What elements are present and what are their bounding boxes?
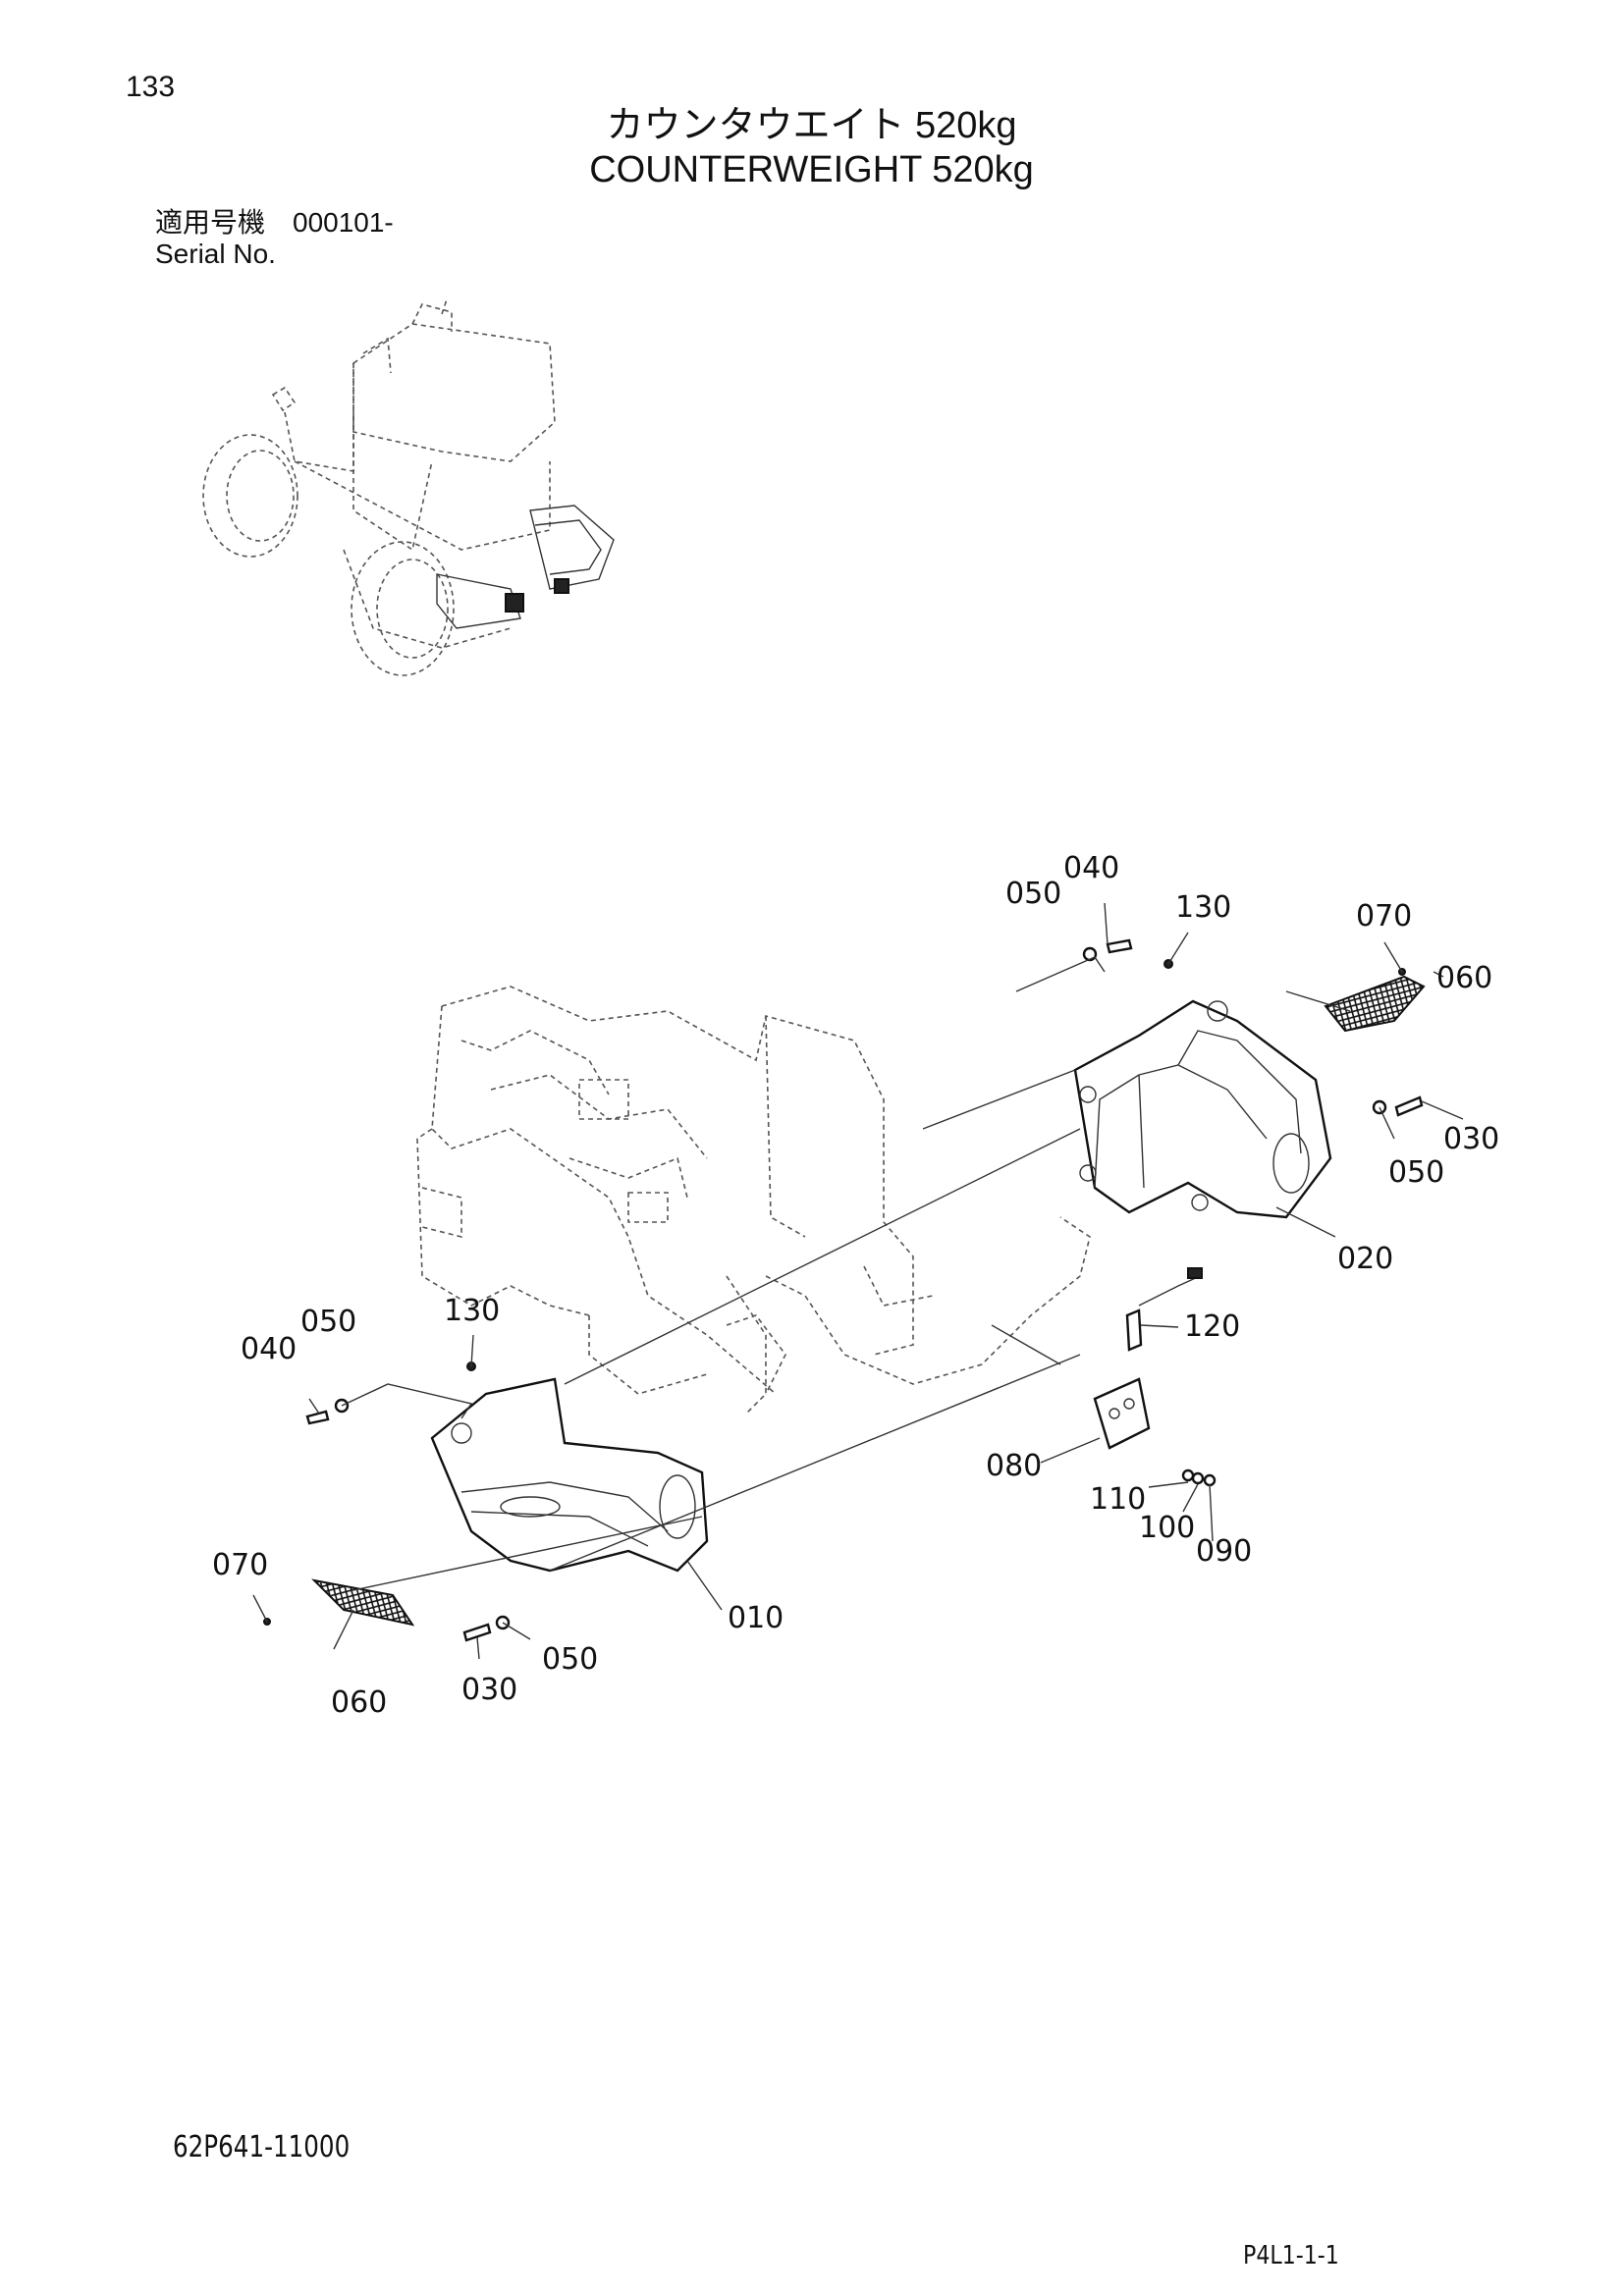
callout-030-bottom: 030: [461, 1673, 517, 1707]
mesh-plate-right-060: [1324, 975, 1426, 1033]
callout-120: 120: [1184, 1309, 1240, 1344]
callout-050-right: 050: [1388, 1155, 1444, 1190]
callout-070-left: 070: [212, 1548, 268, 1582]
callout-060-top: 060: [1436, 961, 1492, 995]
bracket-080: [1093, 1377, 1151, 1450]
callout-040-top: 040: [1063, 851, 1119, 885]
callout-100: 100: [1139, 1511, 1195, 1545]
machine-overview-illustration: [202, 298, 615, 676]
callout-020: 020: [1337, 1242, 1393, 1276]
page-title-english: COUNTERWEIGHT 520kg: [589, 149, 1034, 190]
mesh-plate-left-060: [311, 1578, 415, 1627]
frame-structure-dashed: [416, 986, 1091, 1415]
callout-130-left: 130: [444, 1294, 500, 1328]
callout-080: 080: [986, 1449, 1042, 1483]
page-reference: P4L1-1-1: [1243, 2241, 1339, 2270]
document-code: 62P641-11000: [173, 2130, 351, 2164]
callout-010: 010: [728, 1601, 784, 1635]
counterweight-right-020: [1073, 999, 1332, 1219]
serial-label-japanese: 適用号機 000101-: [155, 207, 394, 238]
callout-040-left: 040: [241, 1332, 297, 1366]
hardware-bolts: [263, 938, 1424, 1642]
callout-110: 110: [1090, 1482, 1146, 1517]
callout-070-top: 070: [1356, 899, 1412, 934]
callout-060-bottom: 060: [331, 1685, 387, 1720]
page-number: 133: [126, 71, 176, 103]
callout-050-left: 050: [300, 1305, 356, 1339]
callout-130-top: 130: [1175, 890, 1231, 925]
serial-label-english: Serial No.: [155, 239, 276, 269]
bracket-120: [1125, 1267, 1203, 1352]
callout-050-top: 050: [1005, 877, 1061, 911]
callout-labels: 050 040 130 070 060 030 050 020 120 130 …: [212, 851, 1499, 1720]
leader-lines: [252, 902, 1464, 1660]
counterweight-left-010: [430, 1377, 709, 1573]
callout-030-top: 030: [1443, 1122, 1499, 1156]
page-title-japanese: カウンタウエイト 520kg: [606, 105, 1017, 146]
callout-050-bottom: 050: [542, 1642, 598, 1677]
callout-090: 090: [1196, 1534, 1252, 1569]
